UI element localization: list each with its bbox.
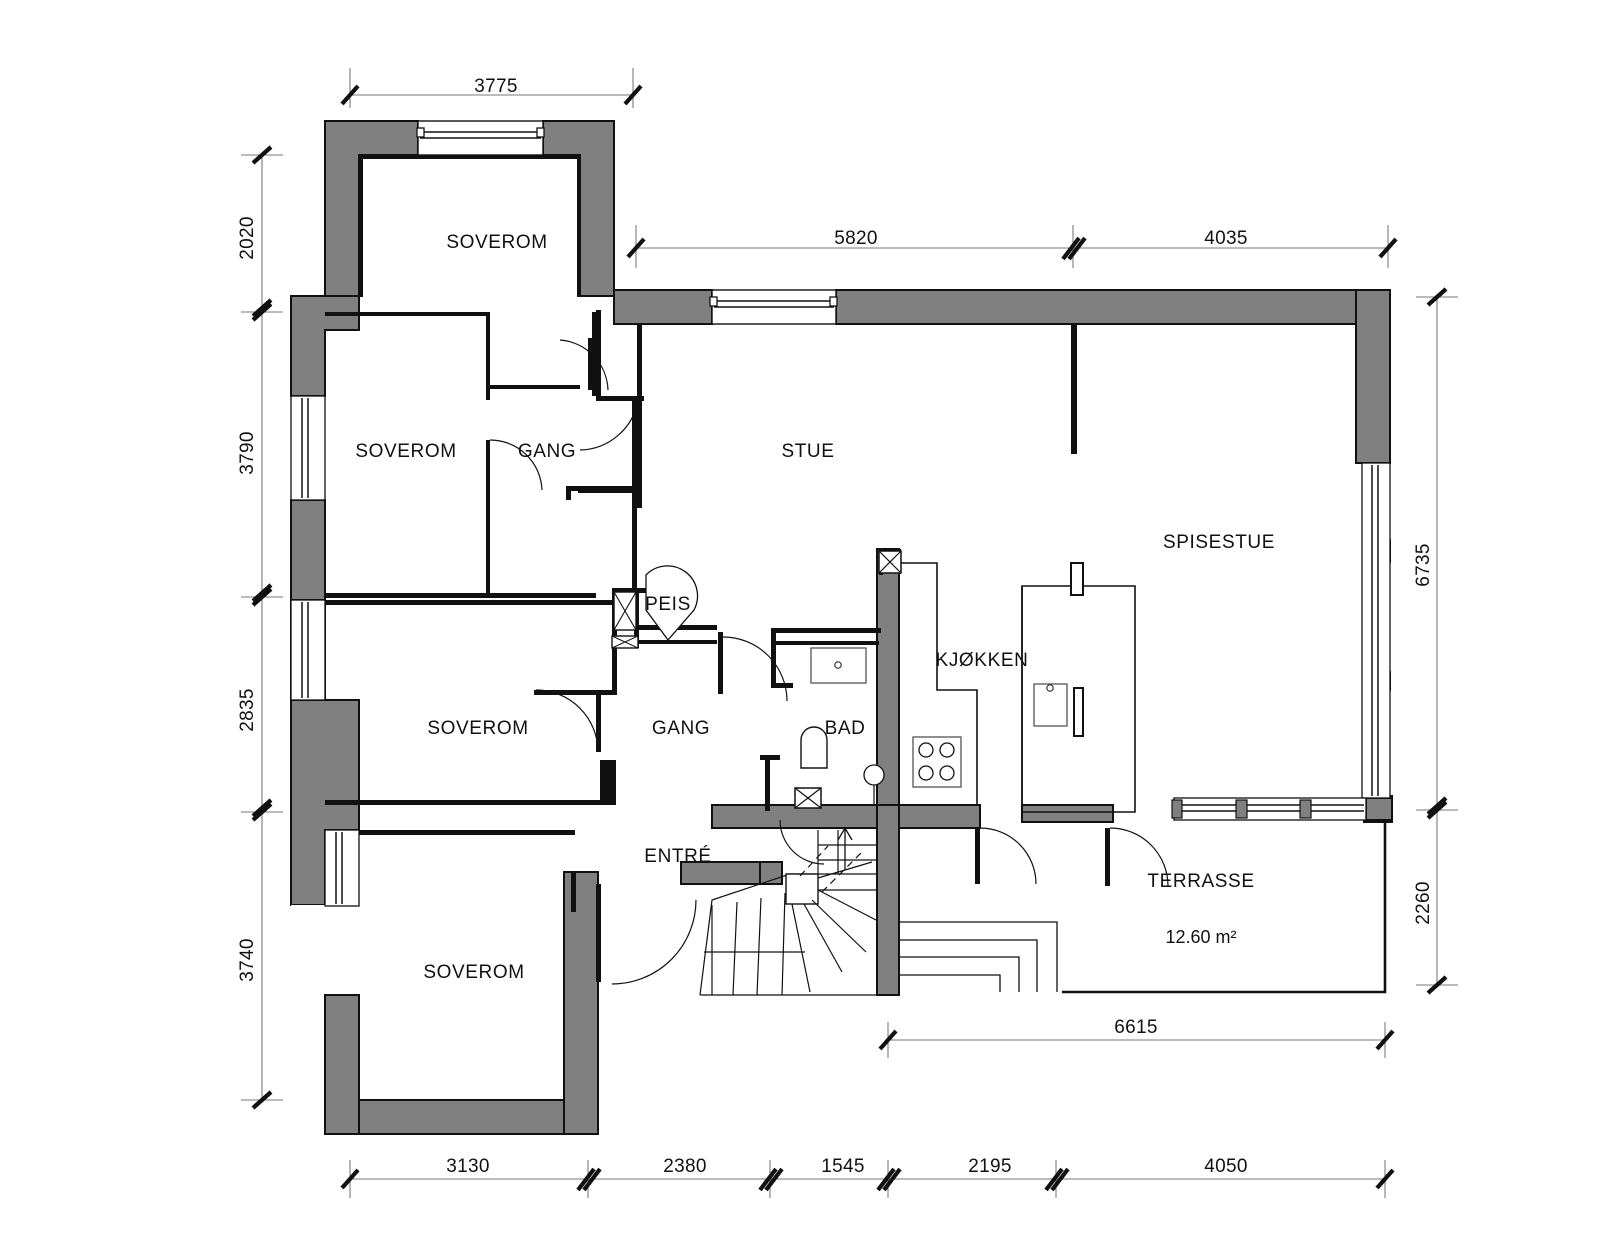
terrasse-outline — [1062, 820, 1387, 994]
room-label-entre: ENTRÉ — [644, 846, 711, 867]
room-label-terrasse: TERRASSE — [1147, 871, 1254, 892]
fireplace-hearth — [611, 565, 699, 649]
room-labels: SOVEROM SOVEROM SOVEROM SOVEROM GANG GAN… — [355, 232, 1275, 983]
room-label-spisestue: SPISESTUE — [1163, 532, 1275, 553]
room-label-kjokken: KJØKKEN — [936, 650, 1029, 671]
dim-right-6735: 6735 — [1413, 543, 1434, 586]
room-label-bad: BAD — [825, 718, 866, 739]
kitchen-stove-4-burner — [912, 736, 962, 788]
room-label-gang-2: GANG — [652, 718, 710, 739]
floor-drain — [863, 764, 885, 805]
dim-bottom-6615: 6615 — [1114, 1017, 1157, 1038]
dim-bottom-2195: 2195 — [968, 1156, 1011, 1177]
room-label-soverom-3: SOVEROM — [427, 718, 528, 739]
dim-bottom-2380: 2380 — [663, 1156, 706, 1177]
dim-bottom-4050: 4050 — [1204, 1156, 1247, 1177]
room-label-soverom-4: SOVEROM — [423, 962, 524, 983]
dimension-ticks — [251, 84, 1448, 1192]
toilet — [800, 726, 828, 769]
windows — [290, 120, 1391, 907]
thin-outlines — [642, 323, 1357, 813]
dim-upper-4035: 4035 — [1204, 228, 1247, 249]
winder-staircase — [699, 826, 878, 996]
entre-duct-icon — [794, 787, 822, 809]
dim-bottom-1545: 1545 — [821, 1156, 864, 1177]
bathroom-sink-counter — [810, 647, 867, 684]
dim-left-3740: 3740 — [237, 938, 258, 981]
dimension-texts: 3775 5820 4035 2020 3790 2835 3740 6735 … — [237, 76, 1434, 1177]
dim-left-2020: 2020 — [237, 216, 258, 259]
ventilation-duct-icon — [878, 550, 902, 574]
dim-left-2835: 2835 — [237, 688, 258, 731]
kitchen-island-sink — [1033, 562, 1084, 737]
room-label-peis: PEIS — [645, 594, 691, 615]
dim-top-3775: 3775 — [474, 76, 517, 97]
dim-right-2260: 2260 — [1413, 881, 1434, 924]
dim-bottom-3130: 3130 — [446, 1156, 489, 1177]
terrasse-area-value: 12.60 m² — [1165, 927, 1236, 947]
room-label-soverom-2: SOVEROM — [355, 441, 456, 462]
interior-walls — [325, 155, 1077, 912]
doors — [489, 338, 1169, 985]
room-label-stue: STUE — [781, 441, 834, 462]
dim-upper-5820: 5820 — [834, 228, 877, 249]
dim-left-3790: 3790 — [237, 431, 258, 474]
terrace-steps — [899, 921, 1058, 992]
room-label-soverom-1: SOVEROM — [446, 232, 547, 253]
room-label-gang-1: GANG — [518, 441, 576, 462]
